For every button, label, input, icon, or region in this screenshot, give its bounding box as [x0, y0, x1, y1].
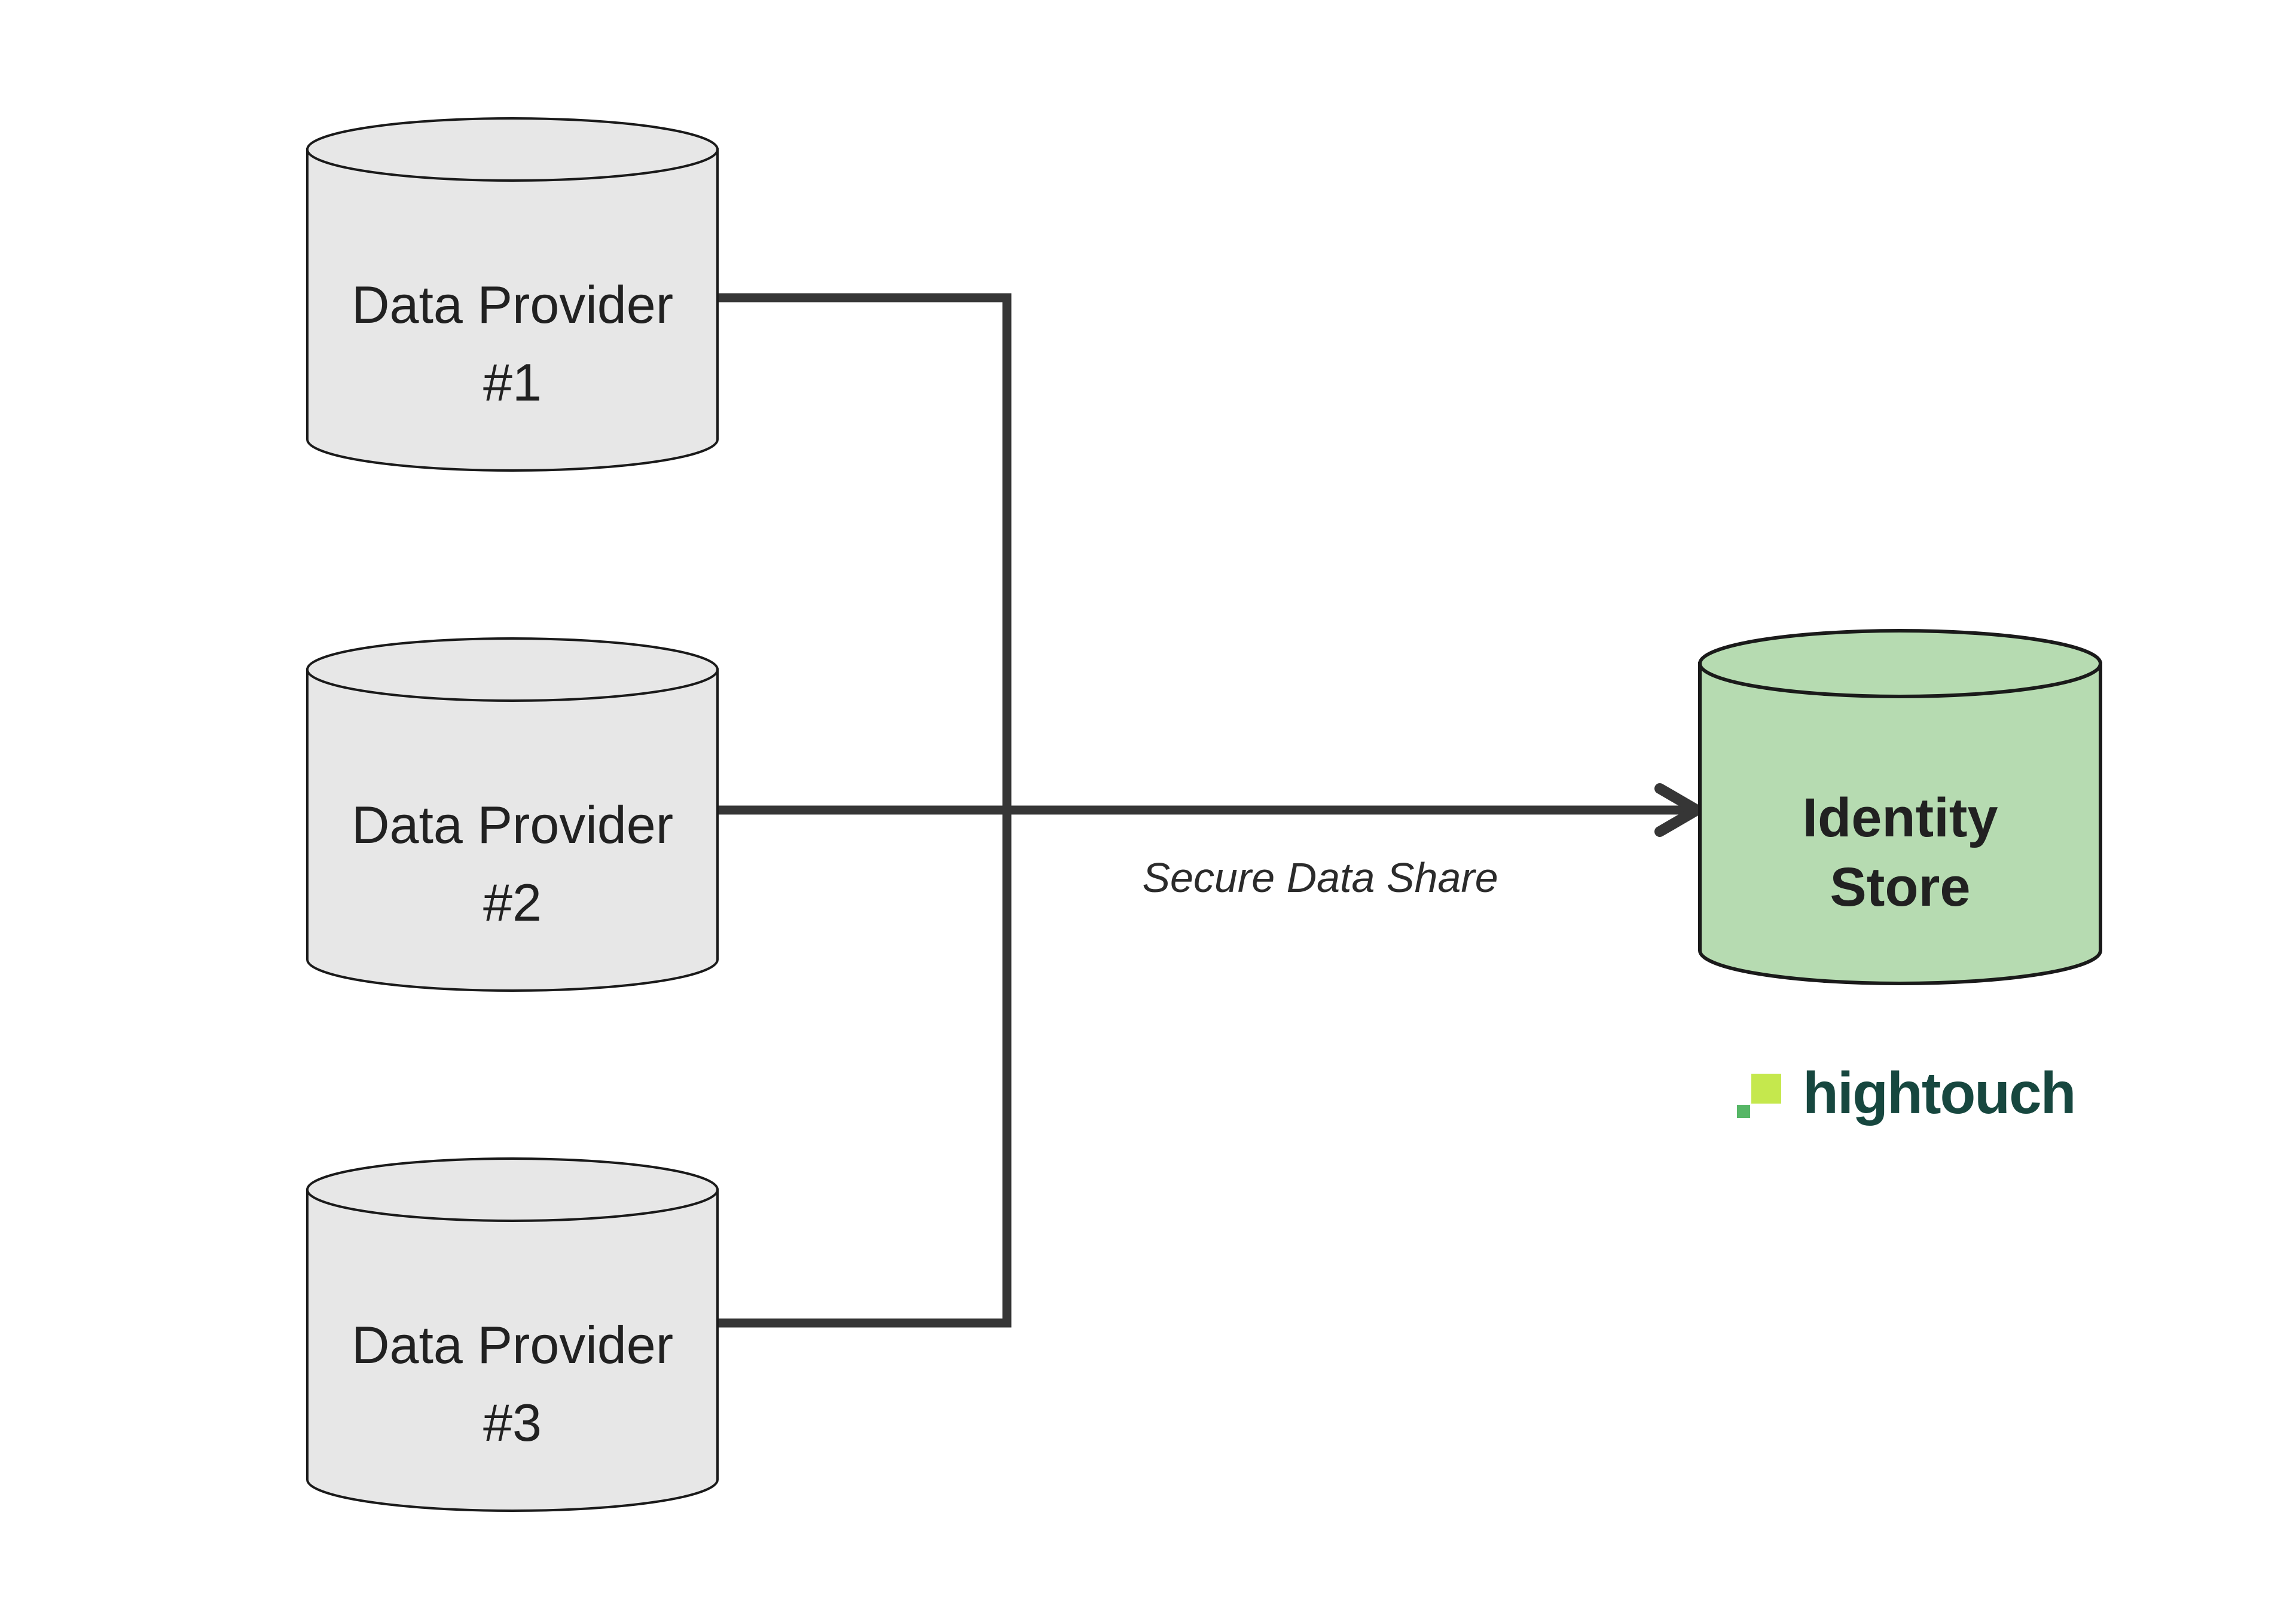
- identity-store-label-line2: Store: [1830, 857, 1971, 918]
- data-provider-2-label-line1: Data Provider: [351, 795, 673, 854]
- cylinder-body: [1698, 662, 2102, 985]
- data-provider-2-label: Data Provider #2: [307, 786, 718, 942]
- cylinder-top: [306, 117, 719, 182]
- connector-lines: [694, 293, 1702, 1328]
- identity-store-cylinder: [1698, 629, 2102, 985]
- identity-store-label: Identity Store: [1700, 783, 2100, 922]
- cylinder-body: [306, 1188, 719, 1512]
- data-provider-3-label: Data Provider #3: [307, 1306, 718, 1462]
- hightouch-logo-icon: [1737, 1068, 1782, 1118]
- cylinder-top: [1698, 629, 2102, 698]
- logo-lime-square: [1751, 1074, 1781, 1104]
- data-provider-1-label-line1: Data Provider: [351, 275, 673, 334]
- data-provider-3-cylinder: [306, 1157, 719, 1512]
- logo-green-square: [1737, 1105, 1750, 1118]
- cylinder-top: [306, 637, 719, 702]
- data-provider-1-cylinder: [306, 117, 719, 472]
- data-provider-3-label-line1: Data Provider: [351, 1315, 673, 1374]
- arrowhead-icon: [1654, 783, 1702, 837]
- data-provider-2-cylinder: [306, 637, 719, 992]
- hightouch-wordmark: hightouch: [1803, 1060, 2077, 1126]
- secure-data-share-label: Secure Data Share: [1142, 854, 1498, 901]
- data-provider-3-label-line2: #3: [483, 1393, 542, 1452]
- identity-store-label-line1: Identity: [1802, 787, 1998, 848]
- hightouch-logo: hightouch: [1737, 1060, 2077, 1126]
- cylinder-top: [306, 1157, 719, 1222]
- data-provider-1-label-line2: #1: [483, 353, 542, 412]
- data-provider-2-label-line2: #2: [483, 873, 542, 932]
- cylinder-body: [306, 668, 719, 992]
- cylinder-body: [306, 148, 719, 472]
- data-provider-1-label: Data Provider #1: [307, 266, 718, 421]
